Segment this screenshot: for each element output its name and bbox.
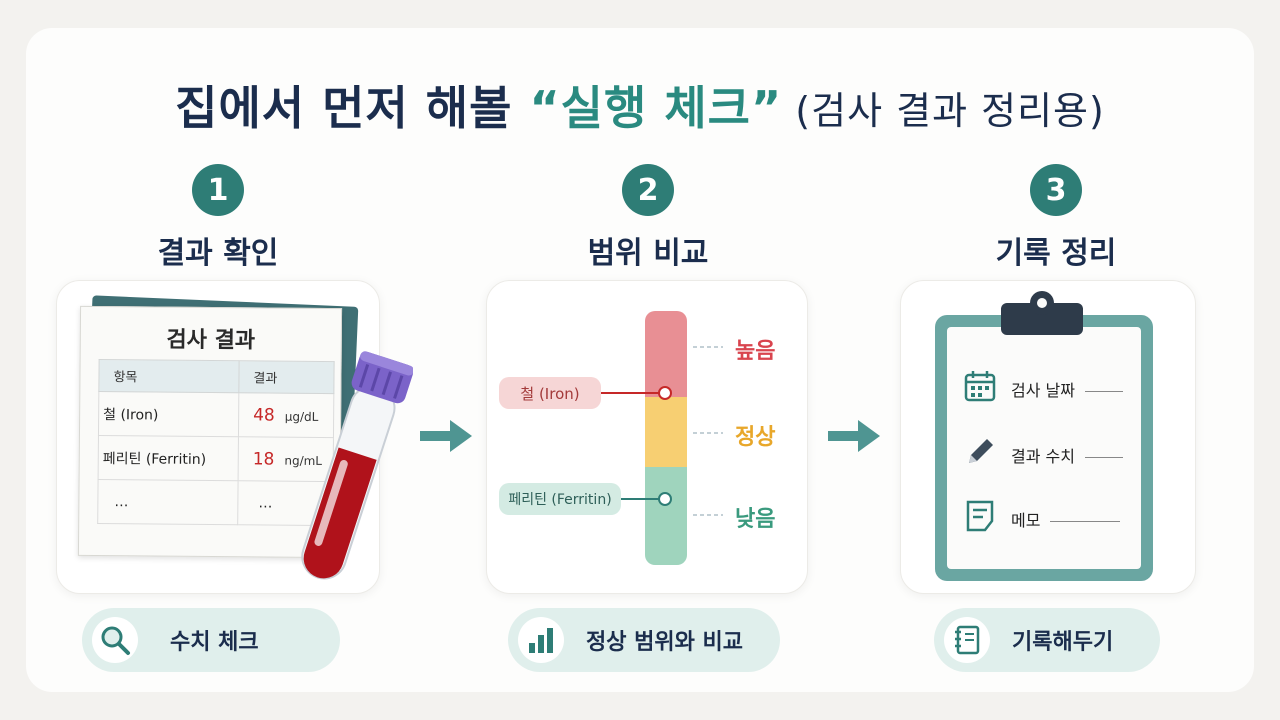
step-1-label: 결과 확인	[157, 236, 279, 271]
range-normal-zone	[645, 397, 687, 467]
record-field-label: 결과 수치	[1011, 447, 1075, 466]
row-item: 철 (Iron)	[98, 391, 239, 437]
note-icon	[966, 500, 994, 532]
step-2-number: 2	[622, 164, 674, 216]
iron-marker	[658, 386, 672, 400]
title-prefix: 집에서 먼저 해볼	[175, 81, 530, 135]
range-high-label: 높음	[735, 339, 776, 364]
page-title: 집에서 먼저 해볼 “실행 체크” (검사 결과 정리용)	[0, 72, 1280, 138]
step-1-number: 1	[192, 164, 244, 216]
record-row: 결과 수치	[1011, 443, 1123, 467]
value-check-button[interactable]: 수치 체크	[82, 608, 340, 672]
ferritin-tag: 페리틴 (Ferritin)	[499, 483, 621, 515]
save-record-label: 기록해두기	[1012, 630, 1114, 655]
blood-tube-icon	[301, 351, 413, 580]
iron-tag: 철 (Iron)	[499, 377, 601, 409]
range-bar	[601, 311, 723, 565]
row-value: 18	[252, 448, 275, 470]
pencil-icon	[969, 439, 993, 463]
arrow-right-icon	[828, 420, 880, 452]
step-2-label: 범위 비교	[587, 236, 709, 271]
step-3-label: 기록 정리	[995, 236, 1117, 271]
bar-chart-icon	[518, 617, 564, 663]
record-row: 메모	[1011, 507, 1121, 531]
range-low-label: 낮음	[735, 507, 776, 532]
save-record-button[interactable]: 기록해두기	[934, 608, 1160, 672]
row-item: …	[97, 479, 239, 525]
value-check-label: 수치 체크	[170, 630, 259, 655]
record-field-blank	[1084, 457, 1123, 458]
title-suffix: (검사 결과 정리용)	[782, 89, 1105, 133]
notebook-icon	[944, 617, 990, 663]
compare-range-button[interactable]: 정상 범위와 비교	[508, 608, 780, 672]
row-item: 페리틴 (Ferritin)	[98, 435, 239, 481]
record-row: 검사 날짜	[1011, 377, 1123, 401]
range-low-zone	[645, 467, 687, 565]
ferritin-marker	[658, 492, 672, 506]
range-panel: 철 (Iron) 페리틴 (Ferritin) 높음 정상 낮음	[486, 280, 808, 594]
calendar-icon	[964, 371, 996, 402]
record-field-label: 검사 날짜	[1011, 381, 1075, 400]
record-field-blank	[1084, 391, 1123, 392]
range-normal-label: 정상	[735, 425, 776, 450]
range-high-zone	[645, 311, 687, 397]
clipboard-icon	[935, 291, 1153, 581]
record-field-label: 메모	[1011, 511, 1041, 530]
record-field-blank	[1050, 521, 1121, 522]
record-panel: 검사 날짜 결과 수치 메모	[900, 280, 1196, 594]
arrow-right-icon	[420, 420, 472, 452]
compare-range-label: 정상 범위와 비교	[586, 630, 743, 655]
header-item: 항목	[98, 359, 240, 393]
step-3-number: 3	[1030, 164, 1082, 216]
magnifier-icon	[92, 617, 138, 663]
row-value: 48	[253, 404, 275, 426]
title-highlight: “실행 체크”	[529, 81, 783, 135]
